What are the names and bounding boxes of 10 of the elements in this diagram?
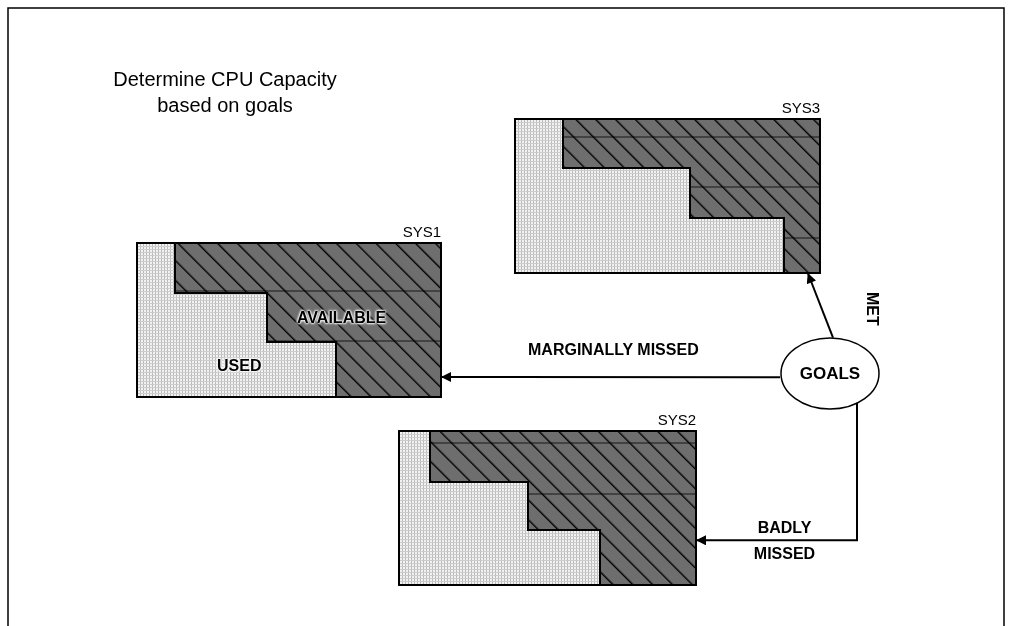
region-label: USED [217,357,262,375]
system-label: SYS2 [657,411,696,428]
diagram-title: Determine CPU Capacity based on goals [112,67,338,118]
node-label: GOALS [799,363,861,384]
goals-ellipse [780,337,880,410]
edge-label: BADLY MISSED [752,518,817,564]
system-label: SYS1 [402,223,441,240]
system-label: SYS3 [781,99,820,116]
arrow [806,272,834,339]
arrow [440,372,781,382]
